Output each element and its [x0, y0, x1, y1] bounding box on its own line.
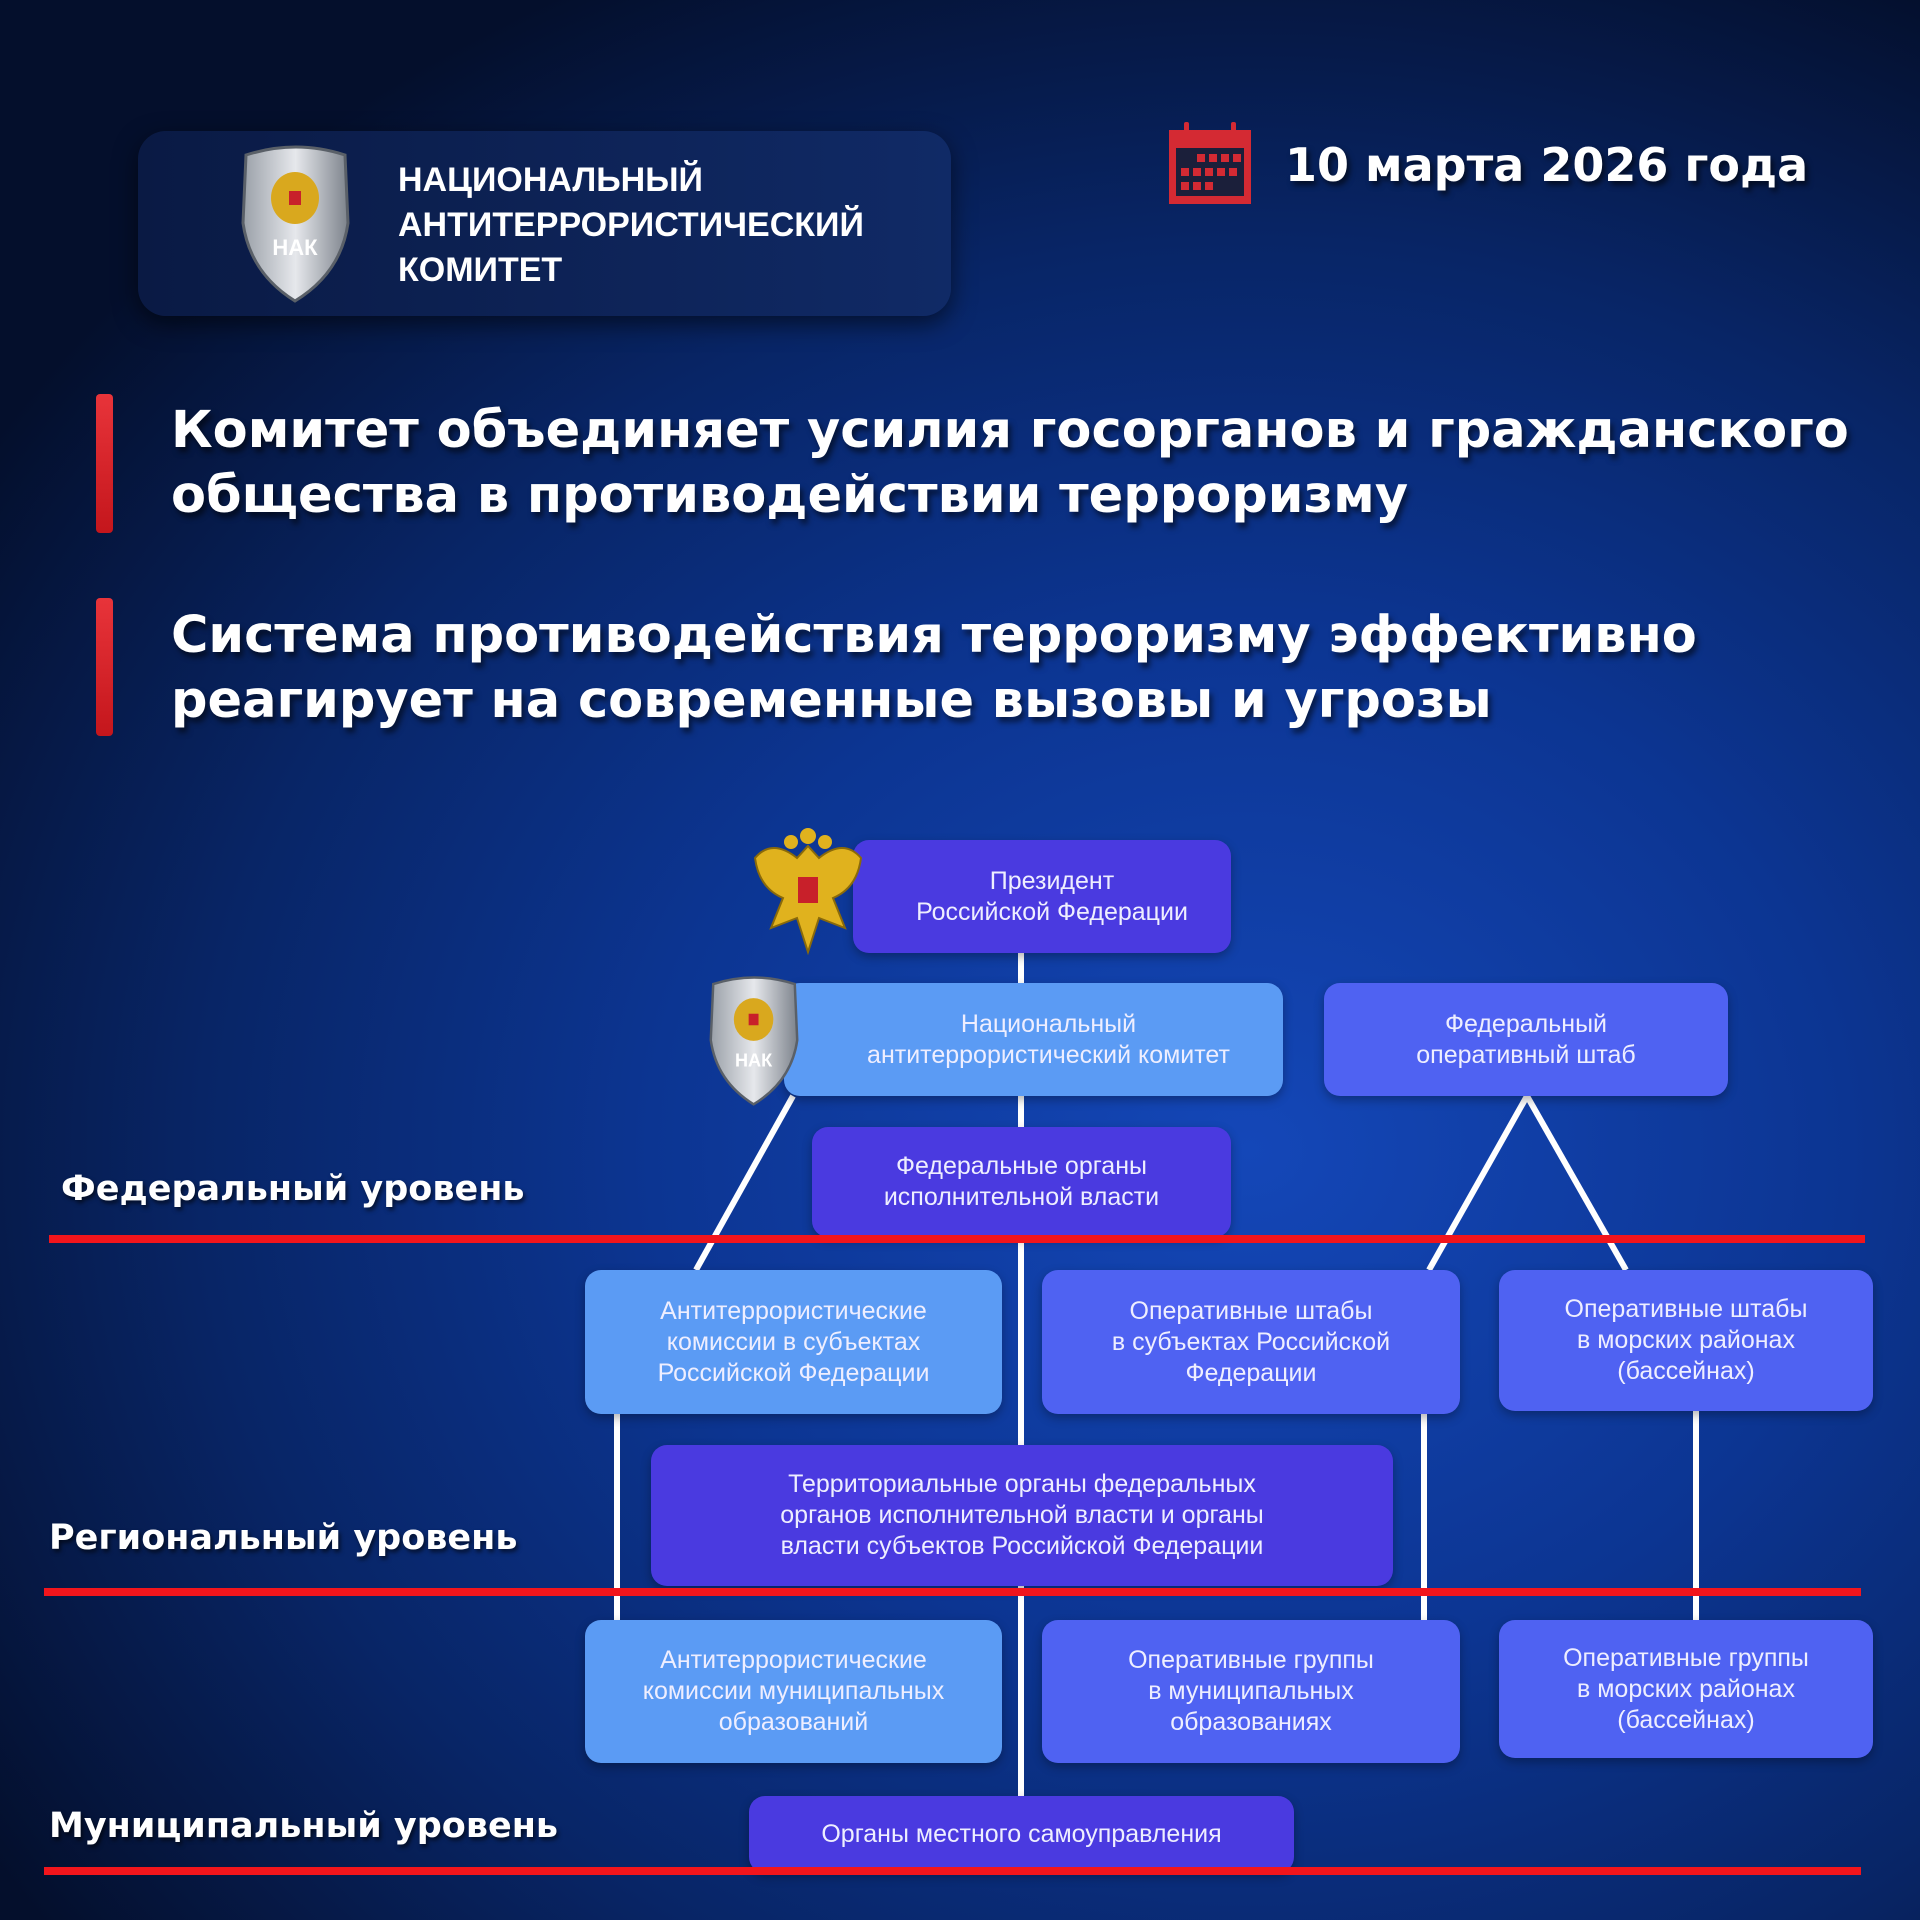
org-name-line: АНТИТЕРРОРИСТИЧЕСКИЙ [398, 206, 864, 244]
svg-text:НАК: НАК [735, 1050, 773, 1070]
level-divider [44, 1867, 1861, 1875]
box-og-sea-regions: Оперативные группы в морских районах (ба… [1499, 1620, 1873, 1758]
headline-line: Система противодействия терроризму эффек… [171, 606, 1697, 665]
connector-line [1524, 1094, 1629, 1272]
level-divider [44, 1588, 1861, 1596]
russian-coat-of-arms-icon [753, 828, 863, 956]
headline-line: реагирует на современные вызовы и угрозы [171, 671, 1492, 730]
box-local-self-government: Органы местного самоуправления [749, 1796, 1294, 1873]
svg-text:НАК: НАК [272, 235, 318, 260]
nak-shield-logo: НАК [241, 145, 350, 303]
headline-1: Комитет объединяет усилия госорганов и г… [171, 398, 1849, 528]
box-federal-operational-hq: Федеральный оперативный штаб [1324, 983, 1728, 1096]
headline-accent-bar [96, 598, 113, 736]
box-atk-municipal: Антитеррористические комиссии муниципаль… [585, 1620, 1002, 1763]
box-og-municipal: Оперативные группы в муниципальных образ… [1042, 1620, 1460, 1763]
organization-name: НАЦИОНАЛЬНЫЙ АНТИТЕРРОРИСТИЧЕСКИЙ КОМИТЕ… [398, 158, 864, 293]
org-name-line: НАЦИОНАЛЬНЫЙ [398, 161, 703, 199]
box-atk-subjects: Антитеррористические комиссии в субъекта… [585, 1270, 1002, 1414]
headline-accent-bar [96, 394, 113, 533]
level-label-regional: Региональный уровень [49, 1518, 518, 1558]
box-oh-sea-regions: Оперативные штабы в морских районах (бас… [1499, 1270, 1873, 1411]
box-national-antiterrorism-committee: Национальный антитеррористический комите… [784, 983, 1283, 1096]
headline-line: общества в противодействии терроризму [171, 466, 1409, 525]
box-federal-executive-bodies: Федеральные органы исполнительной власти [812, 1127, 1231, 1237]
box-oh-subjects: Оперативные штабы в субъектах Российской… [1042, 1270, 1460, 1414]
connector-line [1426, 1094, 1530, 1272]
calendar-icon [1169, 122, 1251, 204]
nak-shield-icon: НАК [709, 976, 799, 1106]
headline-2: Система противодействия терроризму эффек… [171, 603, 1697, 733]
date-label: 10 марта 2026 года [1285, 138, 1809, 192]
connector-line [693, 1094, 796, 1272]
level-label-federal: Федеральный уровень [61, 1169, 525, 1209]
box-president: Президент Российской Федерации [853, 840, 1231, 953]
headline-line: Комитет объединяет усилия госорганов и г… [171, 401, 1849, 460]
org-name-line: КОМИТЕТ [398, 251, 563, 289]
level-label-municipal: Муниципальный уровень [49, 1806, 559, 1846]
box-territorial-bodies: Территориальные органы федеральных орган… [651, 1445, 1393, 1586]
level-divider [49, 1235, 1865, 1243]
